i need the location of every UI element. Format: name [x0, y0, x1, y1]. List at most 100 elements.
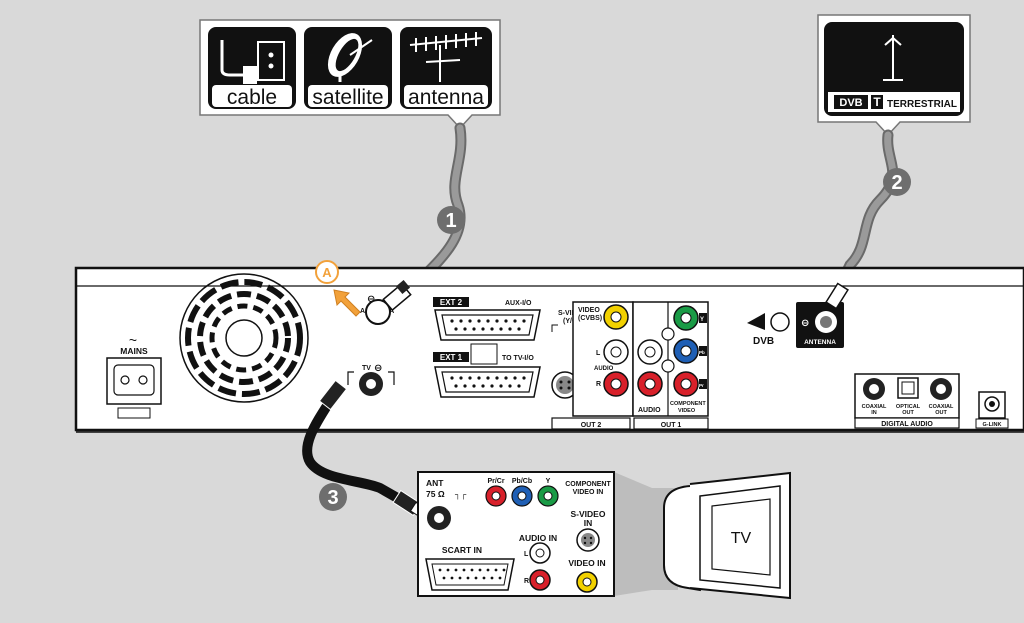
tv-svideo-in-label: S-VIDEO — [571, 509, 606, 519]
source-box: cable satellite — [199, 19, 501, 130]
audio-out1-right-jack[interactable] — [637, 371, 663, 397]
out2-l-label: L — [596, 350, 601, 357]
tv-pr-cr-label: Pr/Cr — [487, 478, 504, 485]
dvb-antenna-label: ANTENNA — [804, 339, 836, 346]
tv-screen-label: TV — [731, 530, 752, 547]
tv-video-in-jack[interactable] — [576, 571, 598, 593]
component-y-jack[interactable] — [673, 305, 699, 331]
tv-audio-l-label: L — [524, 551, 529, 558]
recorder-rear-panel: ~ MAINS ⊖ ANTENNA A — [74, 260, 1024, 433]
dvb-port-symbol: ⊖ — [801, 318, 809, 329]
dvb-t-mast-icon — [883, 35, 903, 81]
mains-socket[interactable]: ~ MAINS — [106, 332, 162, 419]
cable-1 — [394, 122, 467, 306]
cable-2 — [832, 129, 899, 296]
tv-svideo-in-port[interactable] — [576, 528, 600, 552]
out2-jacks: VIDEO (CVBS) AUDIO L R — [572, 301, 634, 417]
satellite-tile: satellite — [304, 27, 392, 109]
tv-component-pr-jack[interactable] — [485, 485, 507, 507]
mains-tilde: ~ — [129, 332, 137, 348]
optical-out-label-2: OUT — [902, 410, 914, 416]
tv-component-in-label: COMPONENT — [565, 481, 611, 488]
coaxial-in-label: COAXIAL — [862, 404, 887, 410]
optical-out-label: OPTICAL — [896, 404, 921, 410]
cable-tile: cable — [208, 27, 296, 109]
dvb-t-box: DVB T TERRESTRIAL — [817, 14, 971, 137]
digital-audio-label: DIGITAL AUDIO — [881, 421, 933, 428]
to-tv-label: TO TV-I/O — [502, 355, 534, 362]
dvb-terrestrial-text: TERRESTRIAL — [887, 99, 957, 110]
out2-label: OUT 2 — [581, 422, 602, 429]
mains-label: MAINS — [120, 346, 148, 356]
component-y-label: Y — [700, 317, 704, 323]
digital-audio-block: COAXIAL IN OPTICAL OUT COAXIAL OUT DIGIT… — [854, 373, 960, 429]
audio-out2-right-jack[interactable] — [603, 371, 629, 397]
step-1-number: 1 — [445, 210, 456, 232]
tv-audio-in-label: AUDIO IN — [519, 533, 557, 543]
video-cvbs-sub: (CVBS) — [578, 315, 602, 322]
tv-out-label: TV — [362, 365, 371, 372]
step-2-number: 2 — [891, 172, 902, 194]
audio-out2-left-jack[interactable] — [603, 339, 629, 365]
g-link-label: G-LINK — [983, 422, 1002, 428]
tv-component-pb-jack[interactable] — [511, 485, 533, 507]
dvb-antenna-plug — [825, 282, 849, 310]
out1-jacks: AUDIO Y Pb Pr COMPONENT VIDEO — [632, 301, 709, 417]
ext1-scart[interactable]: EXT 1 TO TV-I/O — [433, 343, 541, 398]
callout-a: A — [315, 260, 361, 317]
tv-svideo-in-label-2: IN — [584, 518, 593, 528]
component-video-label: VIDEO — [678, 408, 696, 414]
tv-set-icon: TV — [663, 471, 791, 600]
tv-scart-in-port[interactable] — [425, 558, 515, 591]
antenna-icon — [409, 32, 483, 82]
tv-ohm-label: 75 Ω — [426, 489, 445, 499]
g-link-port[interactable]: G-LINK — [975, 391, 1009, 429]
tv-component-y-jack[interactable] — [537, 485, 559, 507]
video-cvbs-label: VIDEO — [578, 307, 600, 314]
aux-label: AUX-I/O — [505, 300, 532, 307]
ext1-label: EXT 1 — [440, 353, 463, 362]
dvb-logo-text: DVB — [839, 97, 862, 109]
coaxial-in-label-2: IN — [871, 410, 877, 416]
antenna-in-symbol: ⊖ — [367, 294, 375, 305]
tv-audio-right-jack[interactable] — [529, 569, 551, 591]
tv-out-symbol: ⊖ — [374, 363, 382, 374]
tv-pb-cb-label: Pb/Cb — [512, 478, 532, 485]
satellite-dish-icon — [327, 33, 373, 82]
out2-audio-label: AUDIO — [594, 366, 614, 372]
step-2-badge: 2 — [883, 168, 911, 196]
audio-out1-left-jack[interactable] — [637, 339, 663, 365]
coaxial-out-label-2: OUT — [935, 410, 947, 416]
antenna-tile: antenna — [400, 27, 492, 109]
step-1-badge: 1 — [437, 206, 465, 234]
antenna-plug — [382, 279, 412, 312]
antenna-in-port[interactable]: ⊖ ANTENNA — [360, 294, 394, 325]
tv-video-in-label: VIDEO IN — [568, 558, 605, 568]
coaxial-out-label: COAXIAL — [929, 404, 954, 410]
dvb-small-logo: DVB — [753, 336, 774, 347]
component-pb-label: Pb — [699, 350, 705, 355]
out1-label: OUT 1 — [661, 422, 682, 429]
out1-audio-label: AUDIO — [638, 407, 661, 414]
tv-rear-panel: ANT 75 Ω ┐┌ Pr/Cr Pb/Cb Y COMPONENT VIDE… — [417, 471, 678, 597]
cable-label: cable — [227, 86, 277, 109]
tv-audio-left-jack[interactable] — [529, 542, 551, 564]
tv-ant-label: ANT — [426, 478, 444, 488]
tv-out-port[interactable]: TV ⊖ — [347, 363, 395, 396]
ext2-label: EXT 2 — [440, 298, 463, 307]
ext2-scart[interactable]: EXT 2 AUX-I/O — [433, 297, 541, 341]
tv-scart-in-label: SCART IN — [442, 545, 482, 555]
tv-y-label: Y — [546, 478, 551, 485]
component-pb-jack[interactable] — [673, 338, 699, 364]
svideo-yc-label: (Y/C) — [563, 318, 579, 325]
coaxial-in-jack[interactable] — [863, 378, 885, 400]
cable-plug-icon — [220, 40, 285, 84]
coaxial-out-jack[interactable] — [930, 378, 952, 400]
optical-out-port[interactable] — [897, 377, 919, 399]
antenna-label: antenna — [408, 86, 484, 109]
component-pr-jack[interactable] — [673, 371, 699, 397]
tv-antenna-in-jack[interactable] — [427, 506, 451, 530]
dvb-antenna-port[interactable]: DVB ⊖ ANTENNA — [747, 302, 844, 348]
video-out-yellow-jack[interactable] — [603, 304, 629, 330]
